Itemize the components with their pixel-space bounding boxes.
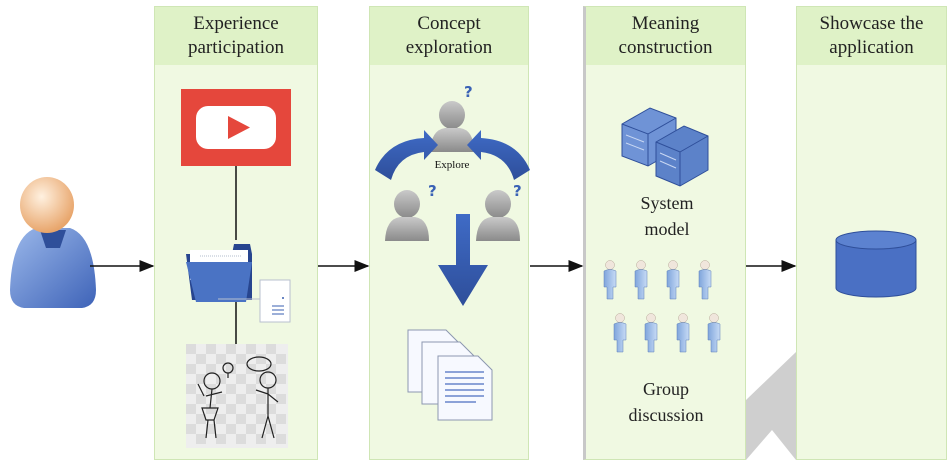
group-discussion-label: Group discussion xyxy=(628,379,704,425)
explore-label: Explore xyxy=(434,159,470,171)
user-icon xyxy=(10,177,96,308)
column-title: Showcase the application xyxy=(819,13,924,58)
column-header: Showcase the application xyxy=(797,7,946,65)
database-icon xyxy=(835,230,917,298)
column-header: Experience participation xyxy=(155,7,317,65)
person-figure-icon xyxy=(430,101,474,152)
column-title: Experience participation xyxy=(187,13,285,58)
person-figure-icon xyxy=(603,260,721,353)
column-header: Concept exploration xyxy=(370,7,528,65)
question-icon: ? xyxy=(464,83,473,101)
document-icon xyxy=(218,279,291,323)
column-title: Meaning construction xyxy=(618,13,713,58)
system-model-label: System model xyxy=(640,193,694,239)
bookmark-shape xyxy=(746,352,796,460)
server-icon xyxy=(621,107,709,187)
arrow-icon xyxy=(375,130,438,180)
question-icon: ? xyxy=(428,182,437,200)
column-meaning-construction: Meaning construction xyxy=(583,6,746,460)
video-play-icon xyxy=(181,89,291,166)
folder-icon xyxy=(186,244,252,302)
column-header: Meaning construction xyxy=(586,7,745,65)
arrow-icon xyxy=(467,130,530,180)
arrow-icon xyxy=(438,214,488,306)
question-icon: ? xyxy=(513,182,522,200)
person-figure-icon xyxy=(385,190,429,241)
column-title: Concept exploration xyxy=(405,13,493,58)
people-sketch-icon xyxy=(186,344,288,448)
person-figure-icon xyxy=(476,190,520,241)
document-icon xyxy=(407,329,493,421)
